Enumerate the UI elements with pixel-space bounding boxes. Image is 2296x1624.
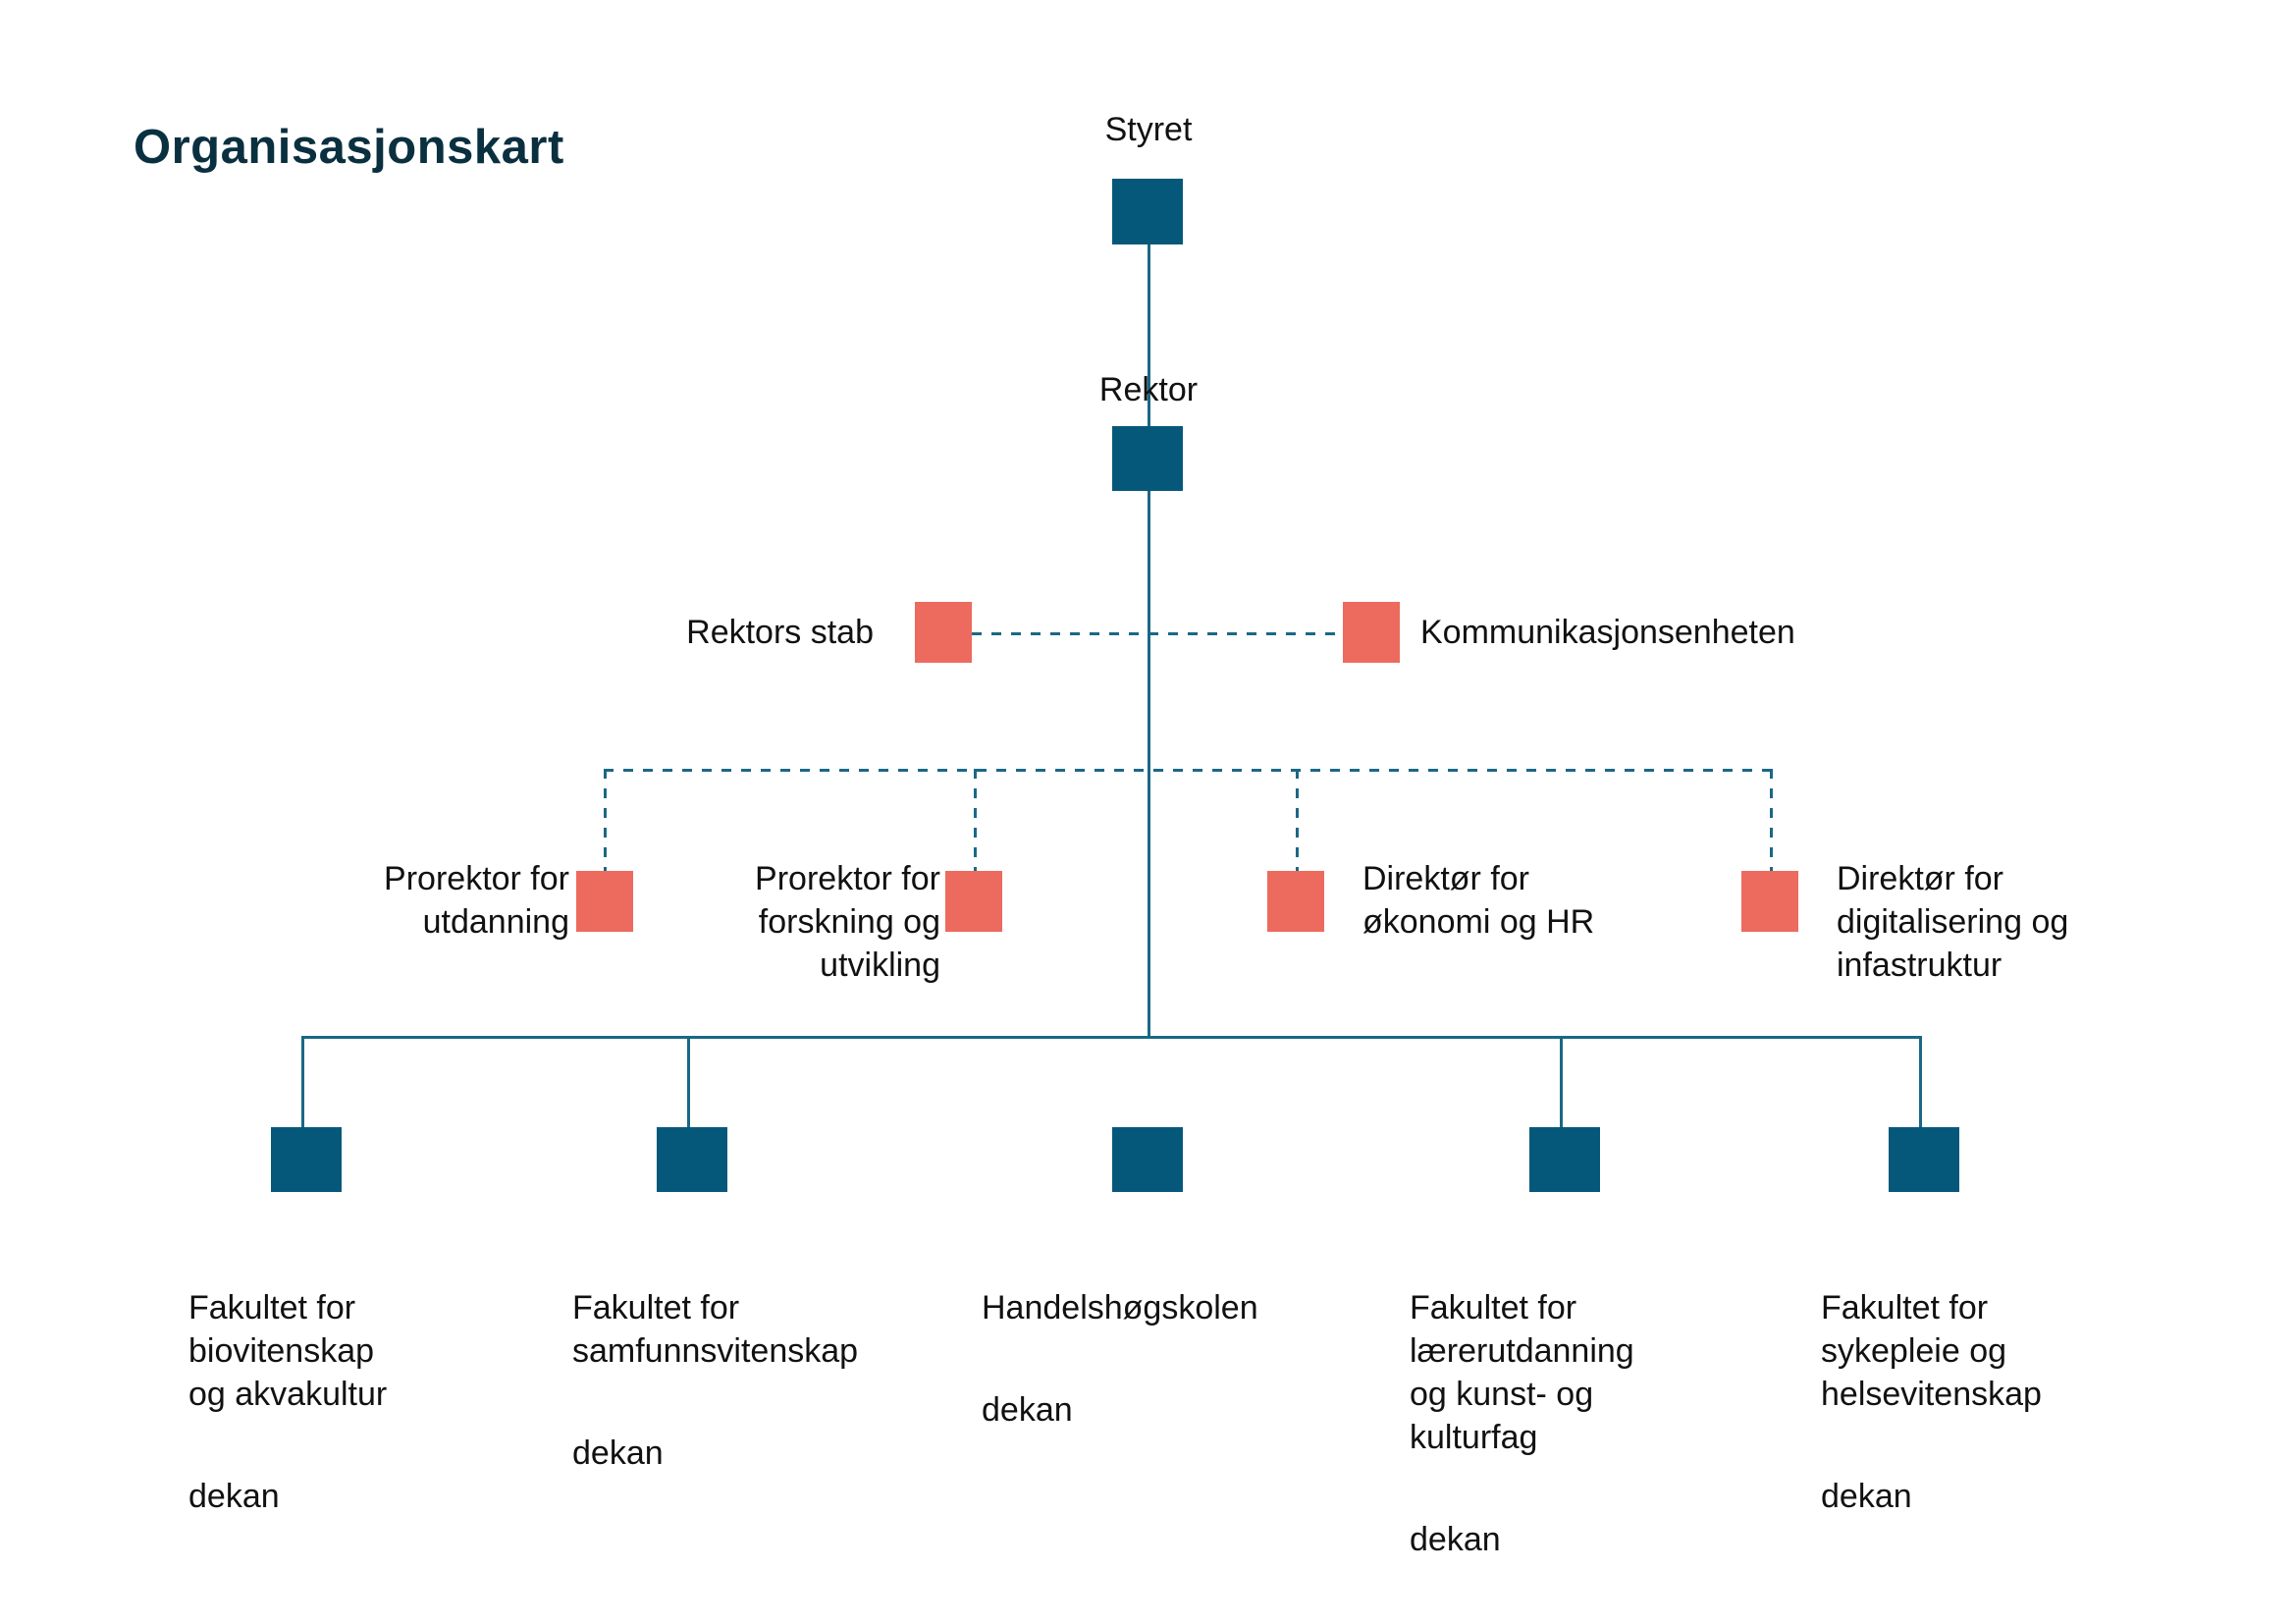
faculty-role-handelshogskolen: dekan	[982, 1391, 1073, 1429]
connector-faculty-bracket-horizontal	[301, 1036, 1921, 1039]
node-label-prorektor-forskning: Prorektor for forskning og utvikling	[755, 860, 940, 984]
connector-drop-prorektor-forskning	[974, 769, 977, 871]
connector-staff-units-horizontal	[972, 632, 1343, 635]
node-box-fakultet-biovitenskap[interactable]	[271, 1127, 342, 1192]
connector-prorector-bracket-horizontal	[604, 769, 1772, 772]
faculty-name-sykepleie: Fakultet for sykepleie og helsevitenskap	[1821, 1289, 2042, 1413]
node-label-fakultet-laererutdanning: Fakultet for lærerutdanning og kunst- og…	[1410, 1243, 1734, 1604]
node-box-direktor-digitalisering[interactable]	[1741, 871, 1798, 932]
spacer	[572, 1373, 955, 1388]
connector-drop-fak-laererutdanning	[1560, 1036, 1563, 1127]
faculty-name-samfunnsvitenskap: Fakultet for samfunnsvitenskap	[572, 1289, 859, 1370]
node-label-fakultet-samfunnsvitenskap: Fakultet for samfunnsvitenskap dekan	[572, 1243, 955, 1518]
connector-styret-to-rektor	[1148, 244, 1150, 426]
connector-drop-prorektor-utdanning	[604, 769, 607, 871]
faculty-role-sykepleie: dekan	[1821, 1478, 1912, 1515]
spacer	[188, 1416, 532, 1432]
node-label-handelshogskolen: Handelshøgskolen dekan	[982, 1243, 1374, 1475]
connector-drop-fak-sykepleie	[1919, 1036, 1922, 1127]
node-box-prorektor-utdanning[interactable]	[576, 871, 633, 932]
faculty-role-laererutdanning: dekan	[1410, 1521, 1501, 1558]
node-box-styret[interactable]	[1112, 179, 1183, 244]
node-label-direktor-digitalisering: Direktør for digitalisering og infastruk…	[1837, 860, 2069, 984]
faculty-name-biovitenskap: Fakultet for biovitenskap og akvakultur	[188, 1289, 388, 1413]
node-box-rektor[interactable]	[1112, 426, 1183, 491]
node-label-rektors-stab: Rektors stab	[686, 614, 874, 651]
node-box-fakultet-sykepleie[interactable]	[1889, 1127, 1959, 1192]
node-box-fakultet-laererutdanning[interactable]	[1529, 1127, 1600, 1192]
spacer	[982, 1329, 1374, 1345]
node-label-direktor-okonomi-hr: Direktør for økonomi og HR	[1362, 860, 1595, 941]
faculty-name-laererutdanning: Fakultet for lærerutdanning og kunst- og…	[1410, 1289, 1634, 1456]
faculty-role-samfunnsvitenskap: dekan	[572, 1435, 664, 1472]
spacer	[1410, 1459, 1734, 1475]
node-label-styret: Styret	[1104, 111, 1193, 148]
node-label-prorektor-utdanning: Prorektor for utdanning	[384, 860, 569, 941]
spacer	[1821, 1416, 2164, 1432]
node-box-rektors-stab[interactable]	[915, 602, 972, 663]
node-box-prorektor-forskning[interactable]	[945, 871, 1002, 932]
connector-drop-fak-samfunnsvitenskap	[687, 1036, 690, 1127]
node-box-fakultet-samfunnsvitenskap[interactable]	[657, 1127, 727, 1192]
node-box-direktor-okonomi-hr[interactable]	[1267, 871, 1324, 932]
connector-drop-fak-biovitenskap	[301, 1036, 304, 1127]
connector-drop-direktor-okonomi	[1296, 769, 1299, 871]
node-label-fakultet-sykepleie: Fakultet for sykepleie og helsevitenskap…	[1821, 1243, 2164, 1561]
page-title: Organisasjonskart	[133, 121, 564, 174]
faculty-name-handelshogskolen: Handelshøgskolen	[982, 1289, 1258, 1326]
node-box-handelshogskolen[interactable]	[1112, 1127, 1183, 1192]
node-label-rektor: Rektor	[1098, 371, 1199, 408]
node-box-kommunikasjonsenheten[interactable]	[1343, 602, 1400, 663]
faculty-role-biovitenskap: dekan	[188, 1478, 280, 1515]
node-label-fakultet-biovitenskap: Fakultet for biovitenskap og akvakultur …	[188, 1243, 532, 1561]
connector-drop-direktor-digitalisering	[1770, 769, 1773, 871]
connector-rektor-main-trunk	[1148, 491, 1150, 1036]
node-label-kommunikasjonsenheten: Kommunikasjonsenheten	[1420, 614, 1795, 651]
